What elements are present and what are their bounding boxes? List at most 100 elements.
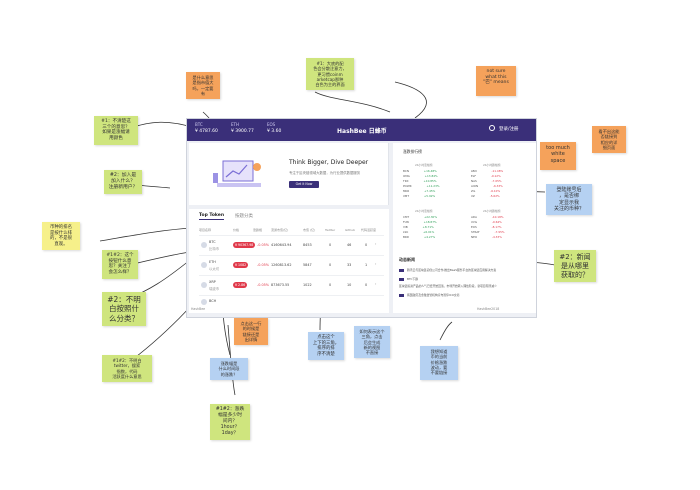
market-row[interactable]: NEO -4.33% (471, 235, 502, 239)
market-coin: OMG (403, 174, 410, 178)
column-header[interactable]: Twitter (325, 228, 336, 232)
sticky-note: 登陆账号后，是否绑定显示我关注的币种？ (546, 184, 592, 215)
market-row[interactable]: TRX +10.85% (403, 179, 436, 183)
news-item[interactable]: 腾讯云与区块链初创公司合作,推出BaaS服务平台的区块链应用解决方案 (407, 268, 497, 272)
hero-subtitle: 专注于区块链领域大数据，为行业提供数据服务 (289, 171, 361, 175)
ticker-value-eth: ¥ 3900.77 (231, 129, 254, 134)
sticky-note: 点击这一行的时候是链接还是出详情 (234, 318, 268, 345)
market-coin: ELF (471, 174, 476, 178)
github-value: 10 (347, 283, 352, 287)
market-row[interactable]: CMT +22.30% (403, 215, 437, 219)
market-change: +7.45% (423, 189, 436, 193)
column-header[interactable]: Github (345, 228, 356, 232)
market-row[interactable]: STRAT -7.95% (471, 230, 505, 234)
sticky-note: #2：不明白按照什么分类？ (102, 292, 146, 327)
market-row[interactable]: BRD +4.27% (403, 235, 435, 239)
market-coin: NAS (471, 179, 477, 183)
news-tag-icon (399, 294, 404, 297)
market-row[interactable]: ADA -10.18% (471, 215, 504, 219)
hero-banner: Think Bigger, Dive Deeper 专注于区块链领域大数据，为行… (189, 143, 389, 205)
table-row[interactable]: BTC 比特币 ¥ 90367.98 -0.05% 4160643.94 845… (199, 235, 384, 255)
login-register-link[interactable]: 登录/注册 (499, 127, 519, 132)
coin-icon (201, 299, 207, 305)
market-row[interactable]: BCN +16.48% (403, 169, 437, 173)
market-cap: 5847 (303, 263, 312, 267)
ticker-value-eos: ¥ 3.60 (267, 129, 282, 134)
price-badge: ¥ 90367.98 (233, 242, 256, 248)
tab-top-token[interactable]: Top Token (199, 213, 225, 220)
coin-symbol: ETH (209, 260, 216, 264)
market-row[interactable]: AION -6.33% (471, 184, 503, 188)
market-change: -11.48% (490, 169, 504, 173)
news-title: 动态新闻 (399, 257, 415, 262)
column-header[interactable]: 涨跌幅 (253, 228, 263, 232)
market-row[interactable]: EOS -8.17% (471, 225, 502, 229)
sticky-note: 我想知道币的当前价格涨跌波动，要不要链接 (420, 346, 458, 380)
market-row[interactable]: XZ -5.62% (471, 194, 500, 198)
market-coin: XVG (471, 220, 477, 224)
market-coin: BCN (403, 169, 409, 173)
market-row[interactable]: FUN +18.87% (403, 220, 437, 224)
market-row[interactable]: LBN -11.48% (471, 169, 503, 173)
market-row[interactable]: POWR +11.23% (403, 184, 440, 188)
market-coin: LSK (403, 230, 409, 234)
column-header[interactable]: 价格 (233, 228, 240, 232)
market-row[interactable]: NAS -7.05% (471, 179, 502, 183)
table-row[interactable]: ETH 以太坊 ¥ 1082 -0.05% 1260813.62 5847 0 … (199, 255, 384, 275)
market-row[interactable]: VIB +8.71% (403, 225, 434, 229)
market-change: -8.17% (490, 225, 502, 229)
market-row[interactable]: LSK +6.01% (403, 230, 434, 234)
coin-icon (201, 262, 207, 268)
dashboard-screenshot: BTC ¥ 4787.60 ETH ¥ 3900.77 EOS ¥ 3.60 H… (186, 118, 537, 318)
market-row[interactable]: OMG +13.84% (403, 174, 438, 178)
market-row[interactable]: XVG -9.64% (471, 220, 502, 224)
token-table-panel: Top Token 按题分类 项目名称 价格 涨跌幅 流通市值(亿) 市值 (亿… (189, 209, 389, 313)
get-it-now-button[interactable]: Get it Now (289, 181, 319, 188)
table-row[interactable]: XRP 瑞波币 ¥ 2.86 -0.05% 873673.55 1022 0 1… (199, 275, 384, 295)
news-item[interactable]: 韩国政府及金融监管机构宣布暂停ICO交易 (407, 293, 460, 297)
sticky-note: 币种的排名是按什么排的，不是很直观。 (42, 222, 80, 250)
top-navigation-bar: BTC ¥ 4787.60 ETH ¥ 3900.77 EOS ¥ 3.60 H… (187, 119, 536, 141)
brand-logo[interactable]: HashBee 日蜂币 (337, 128, 387, 135)
market-row[interactable]: MKR +7.45% (403, 189, 435, 193)
column-header[interactable]: 市值 (亿) (303, 228, 316, 232)
activity-value: 0 (365, 243, 368, 247)
row-arrow-icon[interactable]: › (375, 282, 377, 286)
market-change: -7.95% (493, 230, 505, 234)
row-arrow-icon[interactable]: › (375, 242, 377, 246)
column-header[interactable]: 项目名称 (199, 228, 212, 232)
price-badge: ¥ 1082 (233, 262, 249, 268)
gainers-losers-panel: 涨跌排行榜 24小时涨幅榜 BCN +16.48%OMG +13.84%TRX … (393, 143, 536, 265)
tab-category[interactable]: 按题分类 (235, 214, 253, 219)
circulating-cap: 873673.55 (271, 283, 290, 287)
ticker-label-eth: ETH (231, 122, 239, 127)
market-coin: BRD (403, 235, 410, 239)
hero-illustration (213, 160, 261, 187)
gainers-title: 24小时涨幅榜 (415, 209, 433, 213)
market-cap: 8453 (303, 243, 312, 247)
market-change: -6.33% (492, 184, 503, 188)
market-row[interactable]: XMT +5.92% (403, 194, 435, 198)
twitter-value: 0 (329, 263, 332, 267)
market-row[interactable]: ZIL -6.10% (471, 189, 500, 193)
market-row[interactable]: ELF -9.12% (471, 174, 501, 178)
news-item[interactable]: 区块链投资产品的人气已经开始回落，市场开始转入理性阶段，新项目有所减少 (399, 284, 497, 288)
column-header[interactable]: 流通市值(亿) (271, 228, 289, 232)
coin-symbol: BCH (209, 299, 217, 303)
column-header[interactable]: 代码活跃度 (361, 228, 377, 232)
sticky-note: #1：不清楚这三个的意思？如果是涨幅请用颜色 (94, 116, 138, 145)
sticky-note: 是什么意思是指市值大吗，一定要有 (186, 72, 220, 99)
market-change: -5.62% (488, 194, 500, 198)
circulating-cap: 1260813.62 (271, 263, 292, 267)
table-row[interactable]: BCH (199, 295, 384, 307)
github-value: 33 (347, 263, 352, 267)
news-item[interactable]: BTC下跌 (407, 277, 419, 281)
row-arrow-icon[interactable]: › (375, 262, 377, 266)
market-coin: EOS (471, 225, 477, 229)
market-coin: ZIL (471, 189, 476, 193)
market-coin: CMT (403, 215, 410, 219)
market-change: +6.01% (422, 230, 435, 234)
search-icon[interactable] (489, 125, 495, 131)
